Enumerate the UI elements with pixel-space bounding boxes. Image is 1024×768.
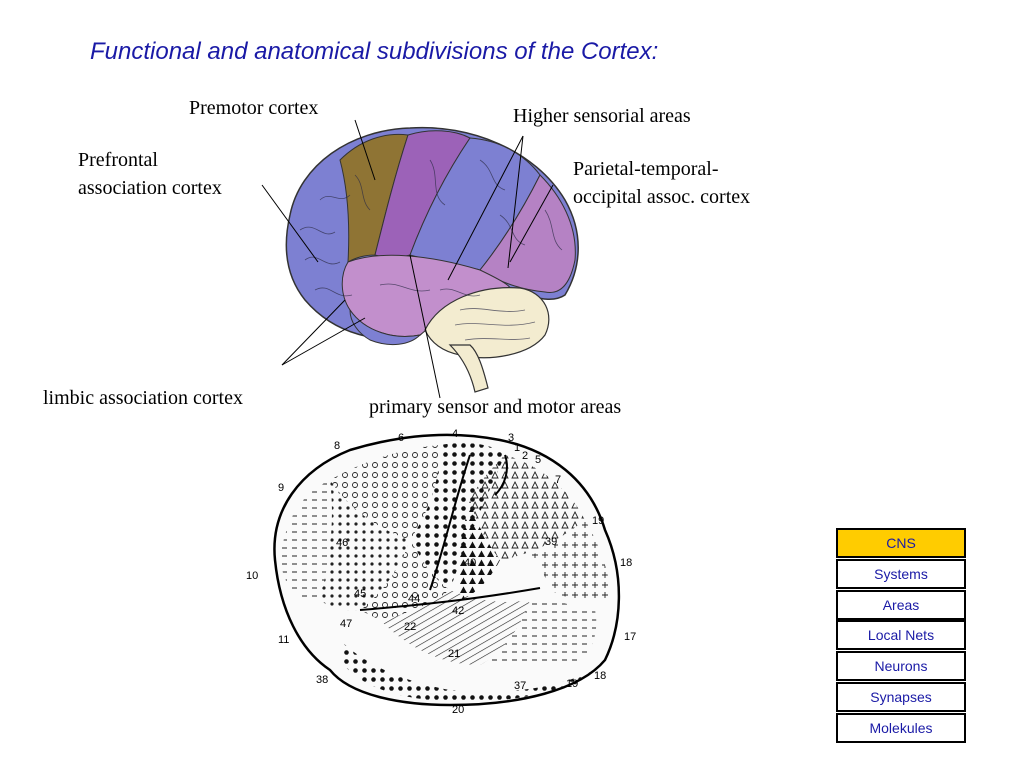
brodmann-37: 37 xyxy=(514,680,526,692)
label-primary-sensor-motor-areas: primary sensor and motor areas xyxy=(369,396,622,418)
label-higher-sensorial-areas: Higher sensorial areas xyxy=(513,105,691,127)
brodmann-22: 22 xyxy=(404,621,416,633)
brodmann-8: 8 xyxy=(334,440,340,452)
slide-title: Functional and anatomical subdivisions o… xyxy=(90,38,659,65)
level-navigation: CNS Systems Areas Local Nets Neurons Syn… xyxy=(836,528,966,744)
functional-brain-diagram xyxy=(261,119,579,399)
brodmann-38: 38 xyxy=(316,674,328,686)
nav-local-nets[interactable]: Local Nets xyxy=(836,620,966,651)
nav-molekules[interactable]: Molekules xyxy=(836,712,966,743)
brodmann-45: 45 xyxy=(354,588,366,600)
brodmann-21: 21 xyxy=(448,648,460,660)
brodmann-7: 7 xyxy=(555,474,561,486)
label-premotor-cortex: Premotor cortex xyxy=(189,97,319,119)
brodmann-4: 4 xyxy=(452,428,458,440)
brodmann-10: 10 xyxy=(246,570,258,582)
nav-cns[interactable]: CNS xyxy=(836,528,966,558)
brodmann-1: 1 xyxy=(514,442,520,454)
brodmann-18: 18 xyxy=(620,557,632,569)
parietal-temporal-occipital-region xyxy=(479,174,576,294)
brodmann-40: 40 xyxy=(464,557,476,569)
brodmann-2: 2 xyxy=(522,450,528,462)
label-prefrontal-association-cortex: Prefrontal association cortex xyxy=(78,149,222,199)
brainstem xyxy=(448,344,489,393)
brodmann-46: 46 xyxy=(336,537,348,549)
brodmann-6: 6 xyxy=(398,432,404,444)
nav-areas[interactable]: Areas xyxy=(836,589,966,620)
brodmann-3: 3 xyxy=(508,432,514,444)
brodmann-44: 44 xyxy=(408,593,420,605)
brodmann-9: 9 xyxy=(278,482,284,494)
brodmann-17: 17 xyxy=(624,631,636,643)
brodmann-brain-diagram: 8 6 4 3 1 2 5 7 9 46 19 18 10 40 45 44 4… xyxy=(246,428,636,716)
brodmann-42: 42 xyxy=(452,605,464,617)
brodmann-18b: 18 xyxy=(594,670,606,682)
nav-neurons[interactable]: Neurons xyxy=(836,651,966,682)
brodmann-19b: 19 xyxy=(566,678,578,690)
label-limbic-association-cortex: limbic association cortex xyxy=(43,387,243,409)
nav-systems[interactable]: Systems xyxy=(836,558,966,589)
cerebellum xyxy=(424,287,550,359)
brodmann-47: 47 xyxy=(340,618,352,630)
brodmann-11: 11 xyxy=(278,634,289,646)
brodmann-39: 39 xyxy=(545,536,557,548)
brodmann-19: 19 xyxy=(592,515,604,527)
nav-synapses[interactable]: Synapses xyxy=(836,681,966,712)
brodmann-20: 20 xyxy=(452,704,464,716)
label-parietal-temporal-occipital: Parietal-temporal- occipital assoc. cort… xyxy=(573,158,751,208)
brodmann-5: 5 xyxy=(535,454,541,466)
